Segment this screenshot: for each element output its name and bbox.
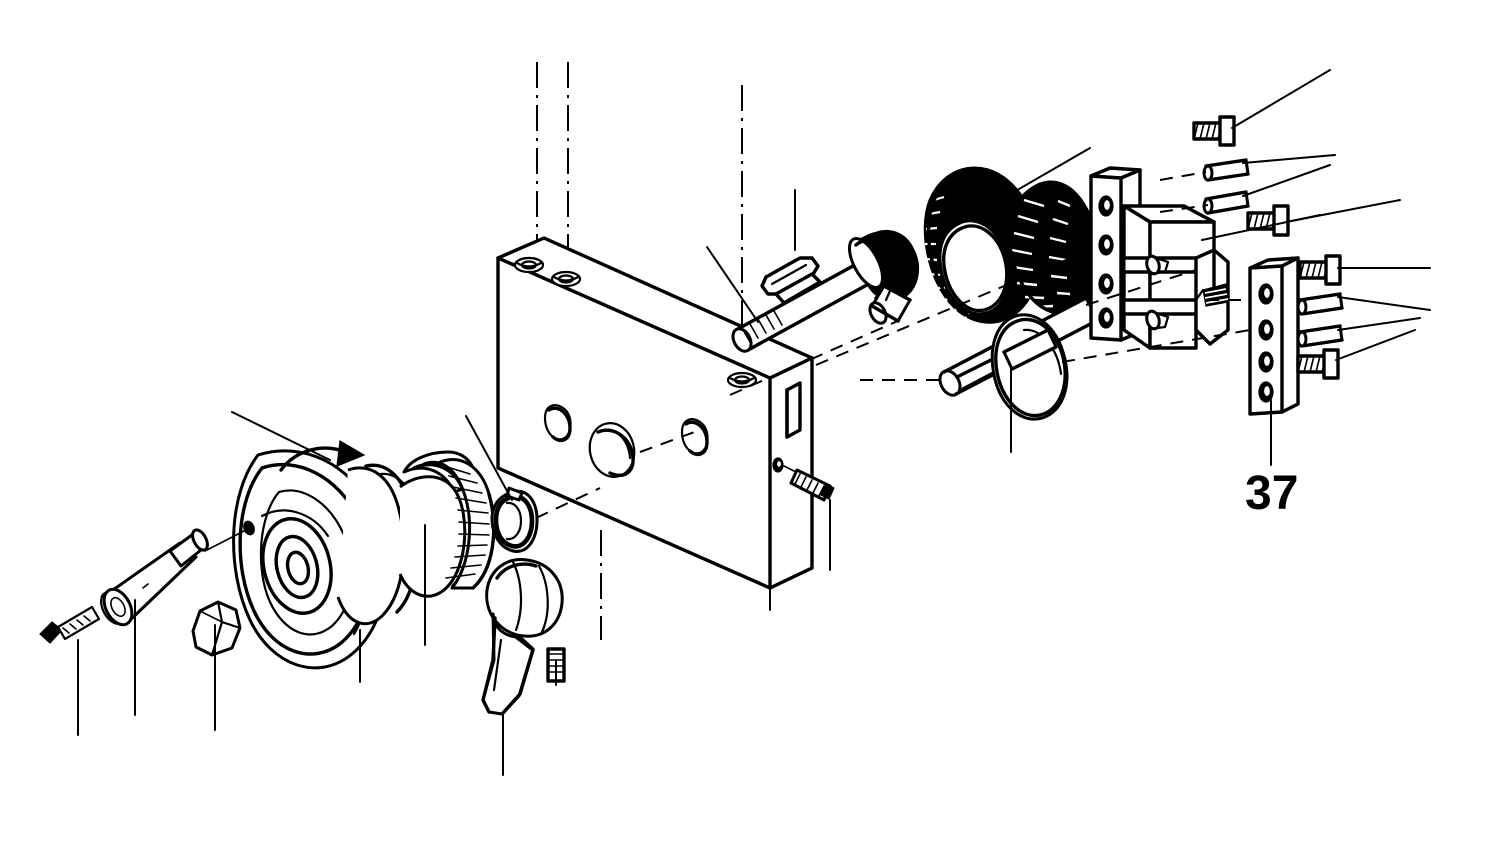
spacer-sleeve [99, 528, 209, 627]
bracket-screw-4 [1296, 348, 1340, 380]
bracket-screw-1 [1192, 115, 1236, 147]
leader-lines [77, 69, 1431, 776]
dowel-pin-center [868, 284, 912, 325]
bracket-screw-2 [1246, 204, 1290, 237]
leader-bracket-dowel-1 [1242, 154, 1336, 164]
leader-bracket-screw-4 [1335, 329, 1416, 361]
shaft-retaining-clip [760, 256, 822, 305]
phantom-centerlines [536, 62, 743, 640]
leader-retaining-ring-left [465, 415, 513, 501]
knurled-adjustment-knob [398, 450, 496, 598]
leader-bracket-screw-1 [1231, 69, 1331, 129]
left-plate-holes [1098, 195, 1114, 329]
bracket-screws-lower [1296, 254, 1344, 380]
pinion-gear [1007, 180, 1101, 315]
hex-nut [191, 600, 242, 657]
assembly-alignment-lines [535, 171, 1251, 519]
threaded-shaft [731, 229, 920, 353]
bracket-screw-3 [1298, 254, 1342, 286]
socket-head-screw-left [39, 605, 101, 644]
leader-threaded-shaft [706, 246, 759, 323]
right-mounting-plate [1248, 256, 1300, 416]
handle-knob [481, 558, 564, 716]
housing-top-mounting-holes [513, 256, 758, 389]
leader-spur-gear [999, 147, 1091, 201]
knurled-collar [847, 229, 920, 302]
leader-bracket-dowel-2 [1242, 164, 1331, 197]
bracket-dowel-pin-1 [1202, 158, 1250, 182]
callout-label-37: 37 [1245, 467, 1299, 520]
bracket-dowel-pin-4 [1296, 324, 1344, 348]
right-plate-holes [1258, 283, 1274, 403]
leader-bracket-dowel-4 [1337, 317, 1421, 331]
housing-front-bores [543, 404, 709, 478]
leader-bracket-screw-2 [1285, 199, 1401, 223]
leader-handwheel-upper [231, 411, 331, 461]
leader-bracket-dowel-3 [1337, 296, 1431, 311]
housing-set-screw [783, 465, 835, 502]
bracket-dowel-pin-2 [1202, 190, 1250, 215]
bracket-dowel-pin-3 [1296, 292, 1344, 316]
retaining-ring-left [490, 486, 539, 553]
